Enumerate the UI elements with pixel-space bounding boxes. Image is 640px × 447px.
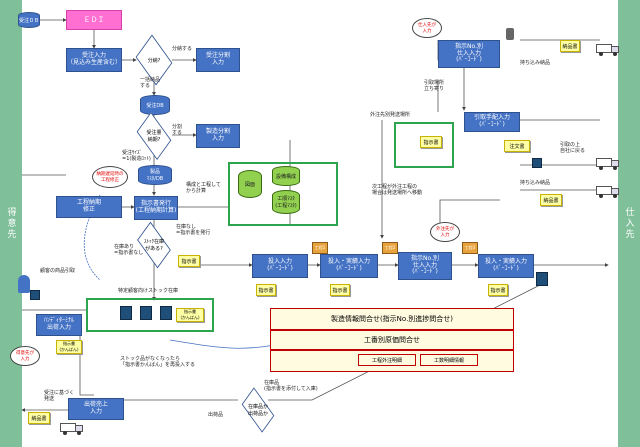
equip-master-cylinder: 設備構成 [272, 166, 300, 186]
unit-master-cylinder: 工順ﾏｽﾀ (工程ﾏｽﾀ) [272, 190, 300, 214]
order-entry-box[interactable]: 受注入力 （見込み生産含む） [66, 48, 122, 72]
label-split-make: 分割 する [172, 124, 183, 137]
drawing-cylinder: 図面 [238, 170, 262, 198]
delivery-slip-note-3: 納品書 [540, 194, 562, 206]
outsourcing-detail-box[interactable]: 工程外注明細 [358, 354, 416, 366]
label-next-process: 次工程が外注工程の 場合は発送場所へ移動 [372, 184, 423, 197]
supplier-input-bubble: 仕入先が 入力 [412, 18, 442, 38]
mfg-db-cylinder: 製品 ﾏｽﾀ/DB [138, 165, 172, 185]
product-cube-1 [30, 290, 40, 300]
outsource-input-bubble: 外注先が 入力 [430, 222, 460, 242]
label-bring-2: 持ち込み納品 [520, 180, 551, 186]
kanban-note-2: 指示書 (かんばん) [56, 340, 82, 354]
order-data-cylinder: 受注ＤＢ [18, 12, 40, 28]
mfg-inquiry-box[interactable]: 製造情報問合せ(指示No.別進捗問合せ) [270, 308, 514, 330]
count-detail-box[interactable]: 工数明細情報 [420, 354, 478, 366]
label-split: 分納する [172, 46, 193, 52]
label-batch: 一括納品 する [140, 77, 161, 90]
shipment-sales-box[interactable]: 出荷売上 入力 [68, 398, 124, 420]
order-sheet-note: 注文書 [504, 140, 530, 152]
split-decision: 分納? [134, 44, 174, 76]
delivery-slip-note-2: 納品書 [560, 40, 580, 52]
due-mod-bubble: 納期遅延時の 工程修正 [92, 166, 128, 188]
label-stock-area: 特定顧客向けストック在庫 [118, 288, 179, 294]
product-cube-3 [140, 306, 152, 320]
label-reinsert: ストック品がなくなったら 「指示書かんばん」を再投入する [120, 356, 196, 369]
customer-input-bubble: 得意先が 入力 [10, 346, 40, 366]
mfg-split-box[interactable]: 製造分割 入力 [196, 124, 240, 148]
label-no-stock: 在庫なし =指示書を発行 [176, 224, 211, 237]
stock-area-frame [86, 298, 214, 332]
instruction-issue-box[interactable]: 指示書発行 (工程納期計算) [134, 196, 178, 220]
label-shipped: 出荷品 [208, 412, 224, 418]
truck-right-icon-2 [596, 158, 620, 170]
order-split-box[interactable]: 受注分割 入力 [196, 48, 240, 72]
label-calc: 構成と工程して から計算 [186, 182, 221, 195]
instruction-note-4: 指示書 [488, 284, 508, 296]
label-ship-place: 外注先別発送場所 [370, 112, 411, 118]
receive-no-box-mid[interactable]: 指示No.別 仕入入力 (ﾊﾞｰｺｰﾄﾞ) [398, 252, 452, 280]
product-cube-6 [532, 158, 542, 168]
instruction-note-3: 指示書 [330, 284, 350, 296]
truck-left-icon [60, 423, 84, 435]
process-delivery-box[interactable]: 工程納期 修正 [56, 196, 122, 218]
handy-terminal-box[interactable]: ﾊﾝﾃﾞｨﾀｰﾐﾅﾙ 出荷入力 [36, 314, 82, 336]
stock-decision: ｽﾄｯｸ在庫 がある? [134, 232, 174, 258]
instruction-note-1: 指示書 [178, 255, 200, 267]
label-pickup: 顧客の商品引取 [40, 268, 76, 274]
stock-ship-decision: 在庫品か 出荷品か [238, 398, 278, 422]
label-return: 引取の上 自社に戻る [560, 142, 586, 155]
label-visit: 引取場所 立ち寄り [424, 80, 445, 93]
input-actual-box-1[interactable]: 投入・実績入力 (ﾊﾞｰｺｰﾄﾞ) [320, 254, 378, 278]
customer-side-bar: 得意先 [0, 0, 22, 447]
customer-person-icon [18, 275, 30, 293]
master-group-frame [228, 162, 338, 226]
scanner-icon-1 [506, 28, 514, 40]
receive-no-box-top[interactable]: 指示No.別 仕入入力 (ﾊﾞｰｺｰﾄﾞ) [438, 40, 500, 68]
supplier-side-bar: 仕入先 [618, 0, 640, 447]
size-decision: 受注量 納期? [134, 122, 174, 150]
input-box-1[interactable]: 投入入力 (ﾊﾞｰｺｰﾄﾞ) [252, 254, 308, 278]
process-tag-3: 工程3 [462, 242, 478, 254]
pull-handler-box[interactable]: 引取手配入力 (ﾊﾞｰｺｰﾄﾞ) [464, 112, 520, 132]
delivery-slip-note-1: 納品書 [28, 412, 50, 424]
process-tag-1: 工程1 [312, 242, 328, 254]
label-stored: 在庫品 (指示書を添付して入庫) [264, 380, 318, 393]
instruction-note-5: 指示書 [420, 136, 442, 148]
order-db-cylinder: 受注DB [140, 95, 170, 115]
kanban-note: 指示書 (かんばん) [176, 308, 204, 322]
input-actual-box-2[interactable]: 投入・実績入力 (ﾊﾞｰｺｰﾄﾞ) [478, 254, 534, 278]
truck-right-icon-1 [596, 44, 620, 56]
cost-inquiry-box[interactable]: 工番別原価問合せ [270, 330, 514, 350]
product-cube-4 [160, 306, 172, 320]
product-cube-2 [120, 306, 132, 320]
product-cube-5 [536, 272, 548, 286]
outsource-area-frame [394, 122, 454, 168]
label-bring: 持ち込み納品 [520, 60, 551, 66]
label-size: 受注ｻｲｽﾞ =1(製造ﾛｯﾄ) [122, 150, 151, 163]
truck-right-icon-3 [596, 186, 620, 198]
instruction-note-2: 指示書 [256, 284, 276, 296]
label-ship-order: 受注に基づく 発送 [44, 390, 75, 403]
process-tag-2: 工程2 [382, 242, 398, 254]
edi-box[interactable]: ＥＤＩ [66, 10, 122, 30]
label-in-stock: 在庫あり =指示書なし [114, 244, 144, 257]
